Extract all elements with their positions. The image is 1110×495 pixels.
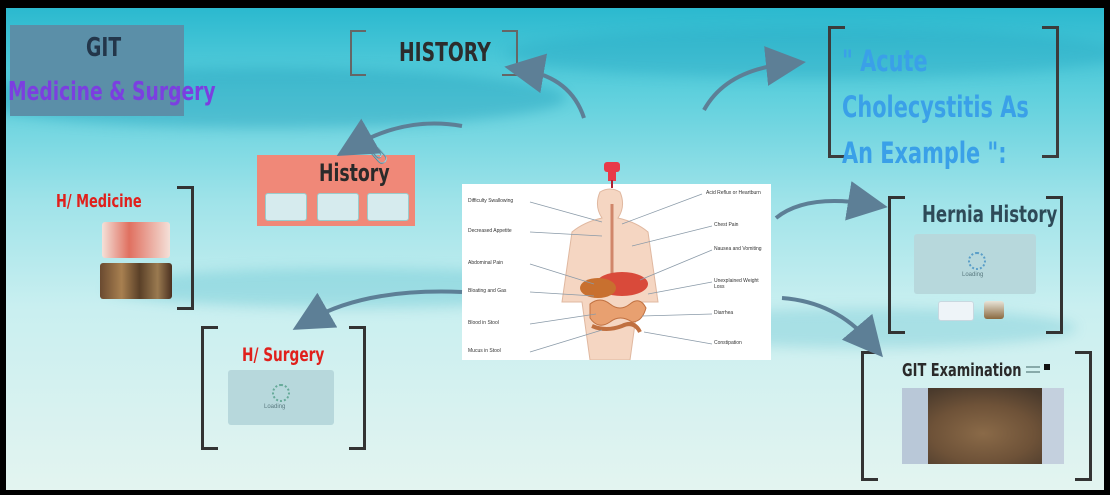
- arrow-to-surgery: [310, 292, 462, 320]
- connection-arrows: [6, 8, 1104, 490]
- arrow-to-example: [704, 64, 786, 110]
- presentation-canvas: GIT Medicine & Surgery HISTORY " Acute C…: [6, 8, 1104, 490]
- arrow-to-history-header: [524, 70, 584, 118]
- arrow-to-exam: [782, 298, 870, 342]
- arrow-to-history-card: [354, 124, 462, 147]
- arrow-to-hernia: [776, 201, 868, 218]
